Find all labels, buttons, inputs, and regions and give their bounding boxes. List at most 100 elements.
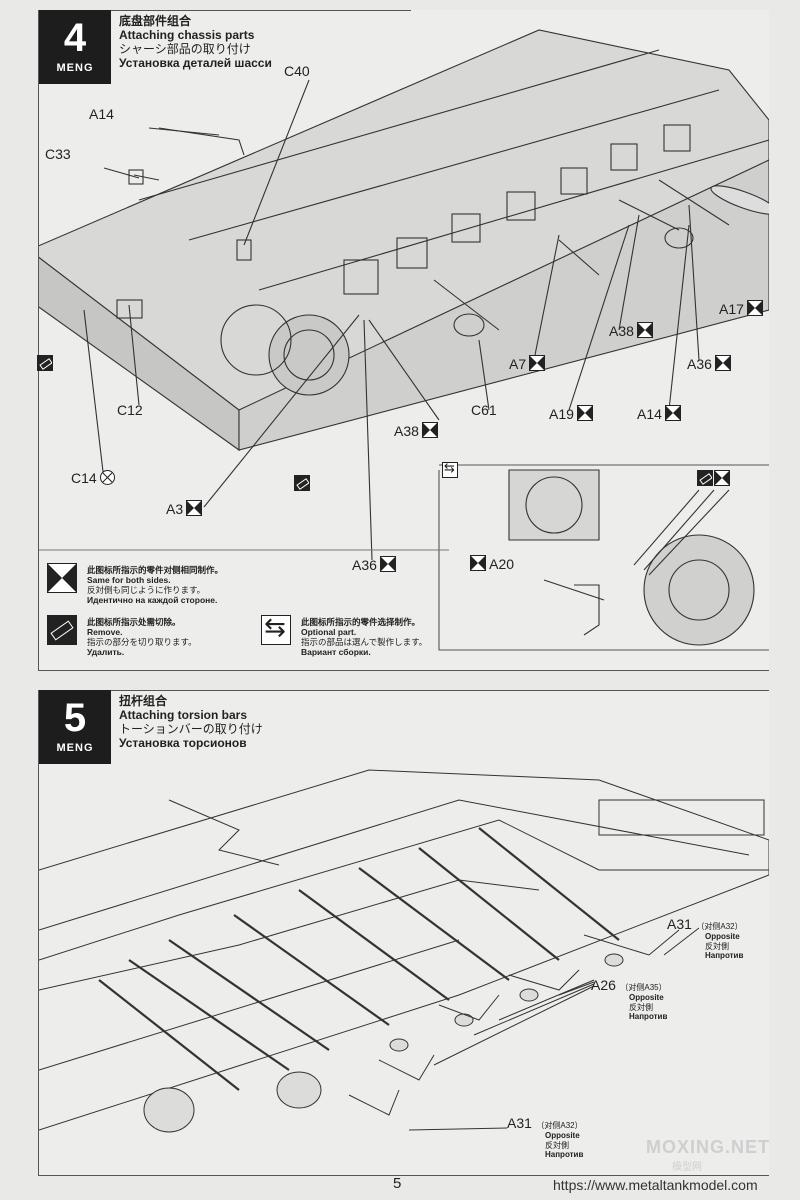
- title-en: Attaching chassis parts: [119, 28, 255, 42]
- label-a36-right: A36: [687, 355, 731, 372]
- label-c40: C40: [284, 63, 310, 79]
- a19-text: A19: [549, 406, 574, 422]
- same-both-sides-icon: [576, 405, 593, 421]
- opposite-translations: Opposite 反対側 Напротив: [629, 993, 667, 1022]
- legend-ru: Вариант сборки.: [301, 647, 371, 657]
- same-both-sides-icon: [529, 355, 546, 371]
- label-a17: A17: [719, 300, 763, 317]
- opp-ja: 反対側: [545, 1140, 569, 1150]
- label-c61: C61: [471, 402, 497, 418]
- title-ru: Установка торсионов: [119, 736, 247, 750]
- optional-part-icon: [442, 462, 458, 478]
- torsion-bar-illustration: [39, 769, 769, 1133]
- legend-en: Same for both sides.: [87, 575, 171, 585]
- a36-text: A36: [352, 557, 377, 573]
- label-a38-right: A38: [609, 322, 653, 339]
- legend-optional: 此图标所指示的零件选择制作。 Optional part. 指示の部品は選んで製…: [301, 617, 427, 657]
- step-5-title: 扭杆组合 Attaching torsion bars トーションバーの取り付け…: [119, 694, 263, 750]
- opp-ru: Напротив: [705, 951, 744, 960]
- label-a7: A7: [509, 355, 546, 372]
- legend-en: Optional part.: [301, 627, 357, 637]
- legend-ja: 指示の部分を切り取ります。: [87, 637, 197, 647]
- brand-logo: MENG: [56, 62, 94, 74]
- opp-zh: （对侧: [696, 922, 721, 931]
- label-a3: A3: [166, 500, 203, 517]
- panel-border: [39, 690, 769, 691]
- title-en: Attaching torsion bars: [119, 708, 248, 722]
- opposite-note: （对侧A35）: [620, 983, 666, 992]
- watermark: MOXING.NET: [646, 1137, 771, 1157]
- label-c12: C12: [117, 402, 143, 418]
- callout-a26: A26 （对侧A35） Opposite 反対側 Напротив: [591, 977, 667, 1021]
- panel-border: [39, 10, 411, 11]
- same-both-sides-icon: [421, 422, 438, 438]
- opp-ja: 反対側: [705, 941, 729, 951]
- same-both-sides-icon: [714, 355, 731, 371]
- opp-ru: Напротив: [629, 1012, 668, 1021]
- title-ja: トーションバーの取り付け: [119, 722, 263, 736]
- opp-ru: Напротив: [545, 1150, 584, 1159]
- same-both-sides-icon: [636, 322, 653, 338]
- step-number: 5: [63, 696, 87, 740]
- label-a19: A19: [549, 405, 593, 422]
- a17-text: A17: [719, 301, 744, 317]
- legend-ja: 反対側も同じように作ります。: [87, 585, 206, 595]
- page-number: 5: [393, 1175, 402, 1192]
- opp-en: Opposite: [705, 932, 740, 941]
- legend-same-both-sides: 此图标所指示的零件对侧相同制作。 Same for both sides. 反対…: [87, 565, 223, 605]
- opp-close: ）: [734, 922, 743, 931]
- same-both-sides-icon: [664, 405, 681, 421]
- legend-ru: Удалить.: [87, 647, 125, 657]
- a38-text: A38: [394, 423, 419, 439]
- remove-icon: [37, 355, 53, 371]
- opp-close: ）: [658, 983, 667, 992]
- title-zh: 底盘部件组合: [119, 14, 192, 28]
- opposite-note: （对侧A32）: [536, 1121, 582, 1130]
- step-5-panel: 5 MENG 扭杆组合 Attaching torsion bars トーション…: [38, 690, 769, 1176]
- step-5-badge: 5 MENG: [39, 690, 111, 764]
- chassis-illustration: [39, 29, 769, 651]
- a38-text: A38: [609, 323, 634, 339]
- opp-ja: 反対側: [629, 1002, 653, 1012]
- title-ja: シャーシ部品の取り付け: [119, 42, 251, 56]
- remove-icon: [294, 475, 310, 491]
- opp-part: A35: [644, 983, 659, 992]
- opposite-note: （对侧A32）: [696, 922, 742, 931]
- opp-part: A32: [560, 1121, 575, 1130]
- opp-zh: （对侧: [620, 983, 645, 992]
- title-ru: Установка деталей шасси: [119, 56, 272, 70]
- same-both-sides-icon: [47, 563, 77, 593]
- title-zh: 扭杆组合: [119, 694, 168, 708]
- step-4-panel: 4 MENG 底盘部件组合 Attaching chassis parts シャ…: [37, 10, 769, 671]
- a3-text: A3: [166, 501, 184, 517]
- opposite-translations: Opposite 反対側 Напротив: [545, 1131, 583, 1160]
- opp-en: Opposite: [629, 993, 664, 1002]
- callout-a31-top: A31 （对侧A32） Opposite 反対側 Напротив: [667, 916, 743, 960]
- part-a26: A26: [591, 977, 616, 993]
- website-url: https://www.metaltankmodel.com: [553, 1177, 758, 1193]
- a14-text: A14: [637, 406, 662, 422]
- legend-ja: 指示の部品は選んで製作します。: [301, 637, 428, 647]
- part-a31: A31: [507, 1115, 532, 1131]
- a36-text: A36: [687, 356, 712, 372]
- opp-zh: （对侧: [536, 1121, 561, 1130]
- step-4-badge: 4 MENG: [39, 10, 111, 84]
- c14-text: C14: [71, 470, 97, 486]
- legend-remove: 此图标所指示处需切除。 Remove. 指示の部分を切り取ります。 Удалит…: [87, 617, 197, 657]
- step-number: 4: [63, 16, 87, 60]
- brand-logo: MENG: [56, 742, 94, 754]
- label-a38-left: A38: [394, 422, 438, 439]
- part-a31: A31: [667, 916, 692, 932]
- a20-text: A20: [489, 556, 515, 572]
- same-both-sides-icon: [470, 555, 486, 571]
- legend-ru: Идентично на каждой стороне.: [87, 595, 218, 605]
- label-a14-right: A14: [637, 405, 681, 422]
- label-a36-bottom: A36: [352, 556, 396, 573]
- legend-en: Remove.: [87, 627, 123, 637]
- label-a20: A20: [467, 555, 514, 572]
- label-c14: C14: [71, 470, 115, 486]
- opp-en: Opposite: [545, 1131, 580, 1140]
- same-both-sides-icon: [746, 300, 763, 316]
- remove-icon: [47, 615, 77, 645]
- label-a14-top: A14: [89, 106, 114, 122]
